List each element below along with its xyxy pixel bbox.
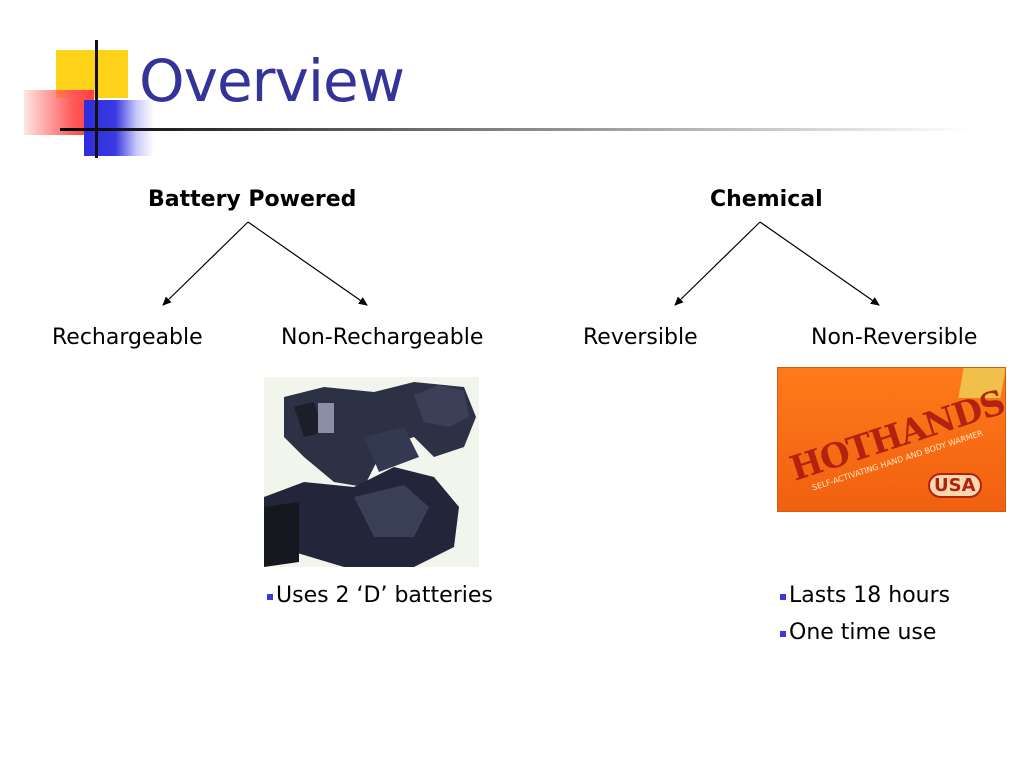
arrow-to-non-reversible xyxy=(760,222,879,305)
package-usa-badge: USA xyxy=(928,473,982,498)
node-non-rechargeable: Non-Rechargeable xyxy=(281,327,483,349)
hand-warmer-package-photo: HOTHANDS SELF-ACTIVATING HAND AND BODY W… xyxy=(777,367,1006,512)
node-rechargeable: Rechargeable xyxy=(52,327,203,349)
note-one-time-use: One time use xyxy=(780,622,936,644)
note-lasts-hours: Lasts 18 hours xyxy=(780,585,950,607)
note-text: Lasts 18 hours xyxy=(789,585,950,607)
arrow-to-non-rechargeable xyxy=(248,222,367,305)
node-reversible: Reversible xyxy=(583,327,698,349)
bullet-icon xyxy=(267,594,273,600)
note-uses-batteries: Uses 2 ‘D’ batteries xyxy=(267,585,493,607)
bullet-icon xyxy=(780,594,786,600)
arrow-to-rechargeable xyxy=(163,222,248,305)
bullet-icon xyxy=(780,631,786,637)
node-non-reversible: Non-Reversible xyxy=(811,327,977,349)
heated-gloves-photo xyxy=(264,377,479,567)
arrow-to-reversible xyxy=(675,222,760,305)
note-text: Uses 2 ‘D’ batteries xyxy=(276,585,493,607)
note-text: One time use xyxy=(789,622,936,644)
